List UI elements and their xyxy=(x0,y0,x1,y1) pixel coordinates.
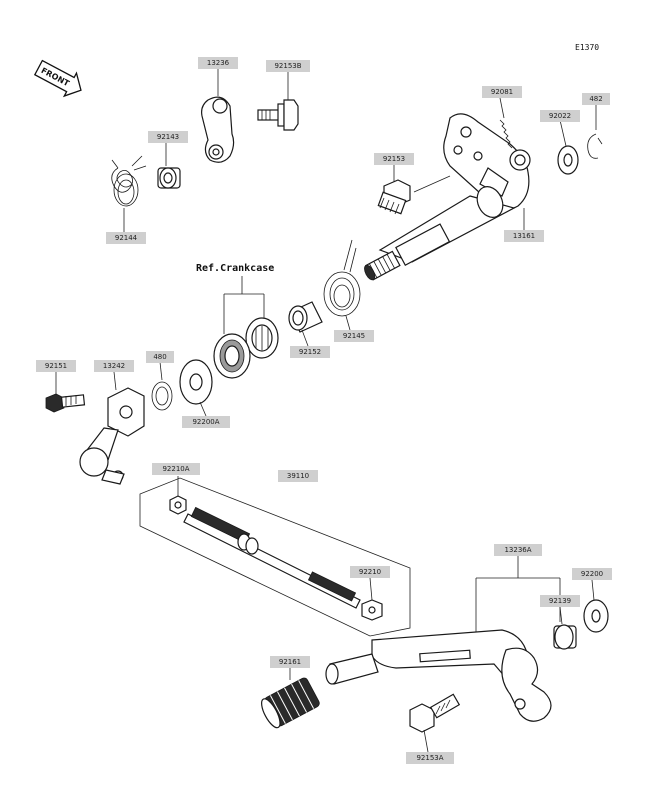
part-label-92144: 92144 xyxy=(106,232,146,244)
return-spring-92145-part xyxy=(323,239,361,317)
part-label-13161: 13161 xyxy=(504,230,544,242)
part-label-92210a: 92210A xyxy=(152,463,200,475)
svg-text:92210A: 92210A xyxy=(162,465,189,473)
svg-text:480: 480 xyxy=(153,353,166,361)
washer-92200a-part xyxy=(179,359,213,405)
shift-lever-13242-part xyxy=(79,387,145,485)
svg-text:92210: 92210 xyxy=(359,568,381,576)
part-label-92081: 92081 xyxy=(482,86,522,98)
part-label-39110: 39110 xyxy=(278,470,318,482)
bolt-92153b-part xyxy=(257,99,299,131)
part-label-13236: 13236 xyxy=(198,57,238,69)
nut-92210a-part xyxy=(169,495,187,515)
part-label-92210: 92210 xyxy=(350,566,390,578)
part-label-92139: 92139 xyxy=(540,595,580,607)
part-label-92161: 92161 xyxy=(270,656,310,668)
svg-text:92200: 92200 xyxy=(581,570,603,578)
circlip-482-part xyxy=(587,133,603,159)
part-label-13242: 13242 xyxy=(94,360,134,372)
small-spring-part xyxy=(499,119,513,149)
bolt-92153a-part xyxy=(409,693,461,733)
pedal-rubber-92161-part xyxy=(261,677,320,729)
return-spring-part xyxy=(111,155,147,207)
svg-text:92153B: 92153B xyxy=(274,62,301,70)
washer-92022-part xyxy=(557,145,579,175)
bolt-92153-part xyxy=(377,179,411,215)
part-label-92153: 92153 xyxy=(374,153,414,165)
collar-92152-part xyxy=(288,301,323,333)
part-label-482: 482 xyxy=(582,93,610,105)
svg-text:92153: 92153 xyxy=(383,155,405,163)
collar-part xyxy=(157,167,181,189)
svg-text:92081: 92081 xyxy=(491,88,513,96)
tie-rod-39110-part xyxy=(183,506,361,609)
svg-text:13242: 13242 xyxy=(103,362,125,370)
svg-text:92152: 92152 xyxy=(299,348,321,356)
part-label-92200: 92200 xyxy=(572,568,612,580)
svg-text:92143: 92143 xyxy=(157,133,179,141)
bolt-92151-part xyxy=(45,393,86,413)
shift-pedal-13236a-part xyxy=(371,629,552,722)
washer-92200-part xyxy=(583,599,609,633)
svg-text:92144: 92144 xyxy=(115,234,138,242)
pedal-pin-part xyxy=(325,653,379,685)
svg-text:482: 482 xyxy=(589,95,602,103)
part-label-92145: 92145 xyxy=(334,330,374,342)
part-label-480: 480 xyxy=(146,351,174,363)
shift-shaft-assembly-part xyxy=(364,113,531,281)
reference-crankcase-label: Ref.Crankcase xyxy=(196,263,274,274)
part-label-92153a: 92153A xyxy=(406,752,454,764)
circlip-480-part xyxy=(151,381,173,411)
svg-text:92151: 92151 xyxy=(45,362,67,370)
part-label-92143: 92143 xyxy=(148,131,188,143)
nut-92210-part xyxy=(361,599,383,621)
oil-seal-part xyxy=(213,333,251,379)
part-label-92200a: 92200A xyxy=(182,416,230,428)
diagram-code: E1370 xyxy=(575,43,599,52)
part-label-92151: 92151 xyxy=(36,360,76,372)
front-arrow-icon: FRONT xyxy=(33,59,82,98)
svg-text:39110: 39110 xyxy=(287,472,309,480)
svg-text:13161: 13161 xyxy=(513,232,535,240)
part-label-92153b: 92153B xyxy=(266,60,310,72)
leader-lines xyxy=(55,69,597,753)
svg-text:92139: 92139 xyxy=(549,597,571,605)
needle-bearing-part xyxy=(245,317,279,359)
svg-text:92145: 92145 xyxy=(343,332,365,340)
part-label-92022: 92022 xyxy=(540,110,580,122)
shift-arm-part xyxy=(201,96,235,163)
part-label-92152: 92152 xyxy=(290,346,330,358)
svg-text:92022: 92022 xyxy=(549,112,571,120)
svg-text:13236A: 13236A xyxy=(504,546,531,554)
svg-text:13236: 13236 xyxy=(207,59,230,67)
svg-text:92153A: 92153A xyxy=(416,754,443,762)
svg-text:92161: 92161 xyxy=(279,658,301,666)
svg-text:92200A: 92200A xyxy=(192,418,219,426)
collar-92139-part xyxy=(553,624,577,650)
part-label-13236a: 13236A xyxy=(494,544,542,556)
